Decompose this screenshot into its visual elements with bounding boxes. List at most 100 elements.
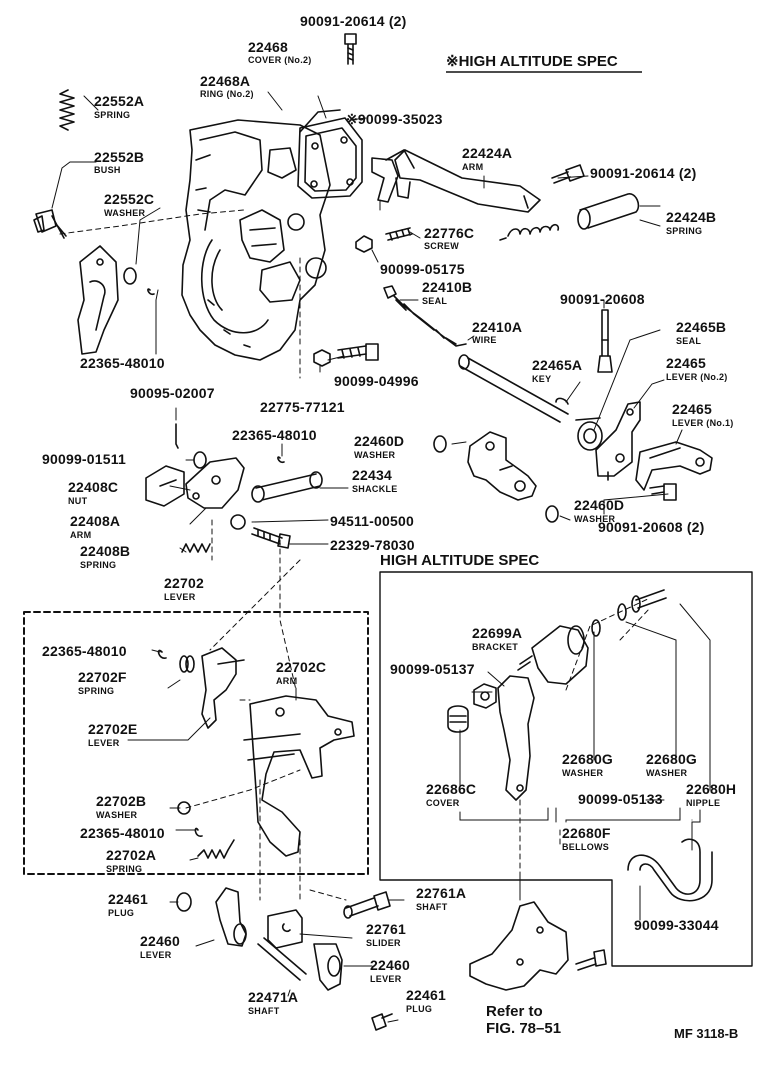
part-number: 90099-01511 — [42, 451, 126, 467]
title-underline — [446, 71, 642, 73]
refer-note: Refer to FIG. 78–51 — [486, 1003, 561, 1037]
part-number: 90095-02007 — [130, 385, 215, 401]
part-number: 22434 — [352, 467, 392, 483]
part-number: 90099-05133 — [578, 791, 663, 807]
bracket-35023 — [371, 149, 415, 203]
spring-22552a — [59, 89, 75, 131]
clip-22365-mid — [277, 456, 285, 464]
washer-90099-01511 — [193, 451, 207, 469]
part-description: BELLOWS — [562, 842, 610, 852]
part-number: 22465B — [676, 319, 727, 335]
shaft-22761a — [343, 891, 391, 919]
part-description: ARM — [276, 676, 298, 686]
lever-22702e — [201, 647, 245, 729]
leader-22468a — [51, 91, 711, 1023]
part-number: 22465A — [532, 357, 583, 373]
part-description: SEAL — [422, 296, 448, 306]
part-number: 90091-20608 (2) — [598, 519, 705, 535]
part-number: 22461 — [108, 891, 148, 907]
part-number: 22702E — [88, 721, 138, 737]
lever-22702-box — [23, 611, 369, 875]
part-description: SPRING — [78, 686, 115, 696]
high-altitude-title-box: HIGH ALTITUDE SPEC — [380, 552, 540, 569]
shaft-22471a — [257, 937, 307, 981]
part-number: 94511-00500 — [330, 513, 414, 529]
washer-22460d-a — [433, 435, 447, 453]
part-description: BUSH — [94, 165, 121, 175]
part-number: 22465 — [672, 401, 712, 417]
part-number: 22702B — [96, 793, 147, 809]
part-number: 22465 — [666, 355, 706, 371]
lever-22465-no2 — [595, 401, 641, 481]
shaft-22465 — [458, 354, 603, 451]
high-altitude-box-frame — [379, 571, 753, 967]
part-description: SPRING — [666, 226, 703, 236]
part-description: LEVER — [164, 592, 196, 602]
part-number: 22365-48010 — [80, 825, 165, 841]
part-number: 22410B — [422, 279, 473, 295]
lever-22460-a — [215, 887, 247, 947]
dashed-lines — [59, 209, 651, 901]
cover-no2 — [297, 109, 363, 199]
part-description: NUT — [68, 496, 88, 506]
part-description: SHAFT — [416, 902, 448, 912]
part-number: 22680G — [562, 751, 614, 767]
part-description: BRACKET — [472, 642, 519, 652]
part-description: RING (No.2) — [200, 89, 254, 99]
bolt-90091-20614-right — [551, 164, 585, 184]
bracket-22699a — [497, 675, 535, 801]
plug-22461-a — [176, 892, 192, 912]
part-description: LEVER (No.1) — [672, 418, 734, 428]
lever-22460-b — [313, 943, 343, 991]
bolt-90091-20614 — [344, 33, 357, 65]
wire-22410a — [393, 295, 467, 347]
part-description: WASHER — [574, 514, 616, 524]
part-number: 22460 — [370, 957, 410, 973]
part-number: 90099-05137 — [390, 661, 475, 677]
clip-22365 — [147, 288, 155, 296]
bolt-90091-20608-2 — [649, 483, 677, 501]
part-description: SPRING — [94, 110, 131, 120]
part-number: 22702 — [164, 575, 204, 591]
bush-22552b — [33, 209, 67, 239]
high-altitude-title-top: ※HIGH ALTITUDE SPEC — [446, 52, 618, 70]
clip-22365-low — [194, 827, 203, 837]
part-description: WASHER — [96, 810, 138, 820]
plug-22461-b — [371, 1013, 393, 1031]
part-number: 22702C — [276, 659, 327, 675]
part-number: 22329-78030 — [330, 537, 415, 553]
part-number: 90099-33044 — [634, 917, 719, 933]
part-number: 22471A — [248, 989, 299, 1005]
bolt-90091-20608 — [597, 309, 613, 373]
part-number: 22552B — [94, 149, 145, 165]
part-description: SPRING — [80, 560, 117, 570]
part-description: PLUG — [406, 1004, 433, 1014]
part-description: COVER (No.2) — [248, 55, 312, 65]
part-number: 22552A — [94, 93, 145, 109]
high-altitude-spec-label: HIGH ALTITUDE SPEC — [458, 53, 618, 70]
part-number: 90099-04996 — [334, 373, 419, 389]
part-number: 90091-20614 (2) — [590, 165, 697, 181]
screw-22776c — [385, 227, 413, 241]
part-number: 22702A — [106, 847, 157, 863]
part-description: PLUG — [108, 908, 135, 918]
plate-left — [77, 245, 119, 355]
nut-90099-05175 — [355, 235, 373, 253]
part-description: WASHER — [104, 208, 146, 218]
part-number: 90091-20608 — [560, 291, 645, 307]
arm-22408a — [185, 457, 245, 509]
part-number: 22775-77121 — [260, 399, 345, 415]
nut-22775-77121 — [313, 349, 331, 367]
arm-22702c — [243, 695, 355, 857]
governor-housing — [181, 119, 331, 361]
part-number: 22365-48010 — [42, 643, 127, 659]
spring-22702f — [179, 655, 195, 673]
spring-22408b — [181, 543, 211, 553]
part-description: SLIDER — [366, 938, 401, 948]
pin-90095-02007 — [175, 423, 179, 449]
bellows-22680f — [517, 625, 589, 685]
washer-22552c — [123, 267, 137, 285]
part-number: 22460D — [574, 497, 625, 513]
part-description: COVER — [426, 798, 460, 808]
